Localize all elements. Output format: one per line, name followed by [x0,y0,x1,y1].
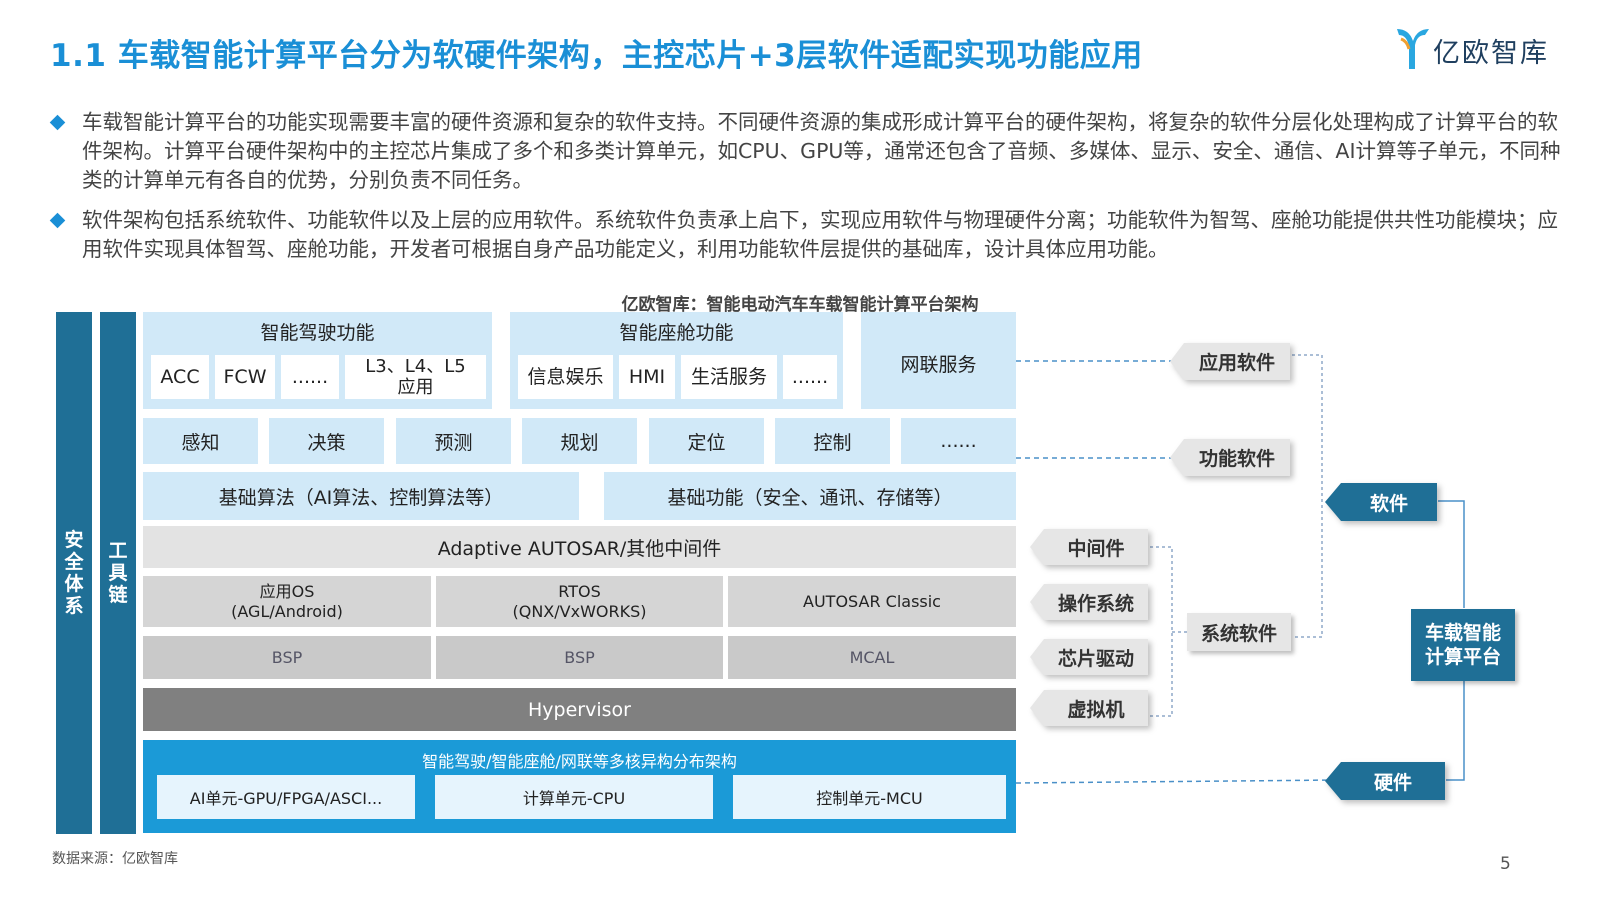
hardware-unit-ai: AI单元-GPU/FPGA/ASCI... [157,775,415,819]
driver-cell: BSP [143,636,431,679]
data-source: 数据来源：亿欧智库 [52,851,178,867]
bullet-1: 车载智能计算平台的功能实现需要丰富的硬件资源和复杂的软件支持。不同硬件资源的集成… [49,108,1562,198]
tag-arrow-shape [1325,483,1437,521]
driving-item: L3、L4、L5 应用 [345,355,486,399]
page-title: 1.1 车载智能计算平台分为软硬件架构，主控芯片+3层软件适配实现功能应用 [50,38,1143,74]
hardware-tag: 硬件 [1325,762,1445,800]
toolchain-label: 工具链 [108,540,128,606]
app-software-tag: 应用软件 [1170,343,1290,380]
module-control: 控制 [775,418,890,464]
safety-system-label: 安全体系 [64,529,84,617]
module-localization: 定位 [649,418,764,464]
middleware-tag: 中间件 [1030,529,1148,565]
cockpit-item: 生活服务 [681,355,777,399]
bullet-text: 软件架构包括系统软件、功能软件以及上层的应用软件。系统软件负责承上启下，实现应用… [82,208,1558,261]
diagram-subtitle: 亿欧智库：智能电动汽车车载智能计算平台架构 [621,295,979,315]
tag-arrow-shape [1170,343,1290,380]
cockpit-functions-title: 智能座舱功能 [619,322,734,344]
logo-text: 亿欧智库 [1433,38,1549,69]
func-software-tag: 功能软件 [1170,439,1290,476]
module-decision: 决策 [269,418,384,464]
driving-item: FCW [215,355,275,399]
tag-arrow-shape [1030,529,1148,565]
vm-tag: 虚拟机 [1030,690,1148,726]
driving-functions-title: 智能驾驶功能 [260,322,375,344]
middleware-bar: Adaptive AUTOSAR/其他中间件 [143,526,1016,568]
hypervisor-bar: Hypervisor [143,688,1016,731]
tag-arrow-shape [1030,639,1148,675]
cockpit-item: ...... [783,355,837,399]
driving-item: ACC [151,355,209,399]
basic-functions-box: 基础功能（安全、通讯、存储等） [604,472,1016,520]
software-label: 软件 [1369,492,1408,515]
chip-driver-label: 芯片驱动 [1057,647,1134,670]
system-software-tag: 系统软件 [1187,613,1291,651]
module-prediction: 预测 [396,418,511,464]
app-software-label: 应用软件 [1198,352,1275,374]
bullet-text: 车载智能计算平台的功能实现需要丰富的硬件资源和复杂的软件支持。不同硬件资源的集成… [82,110,1561,192]
hardware-label: 硬件 [1373,771,1412,794]
software-tag: 软件 [1325,483,1437,521]
cockpit-item: HMI [619,355,675,399]
func-software-label: 功能软件 [1198,448,1275,470]
network-services-box: 网联服务 [861,312,1016,409]
os-cell: AUTOSAR Classic [728,576,1016,627]
bullet-2: 软件架构包括系统软件、功能软件以及上层的应用软件。系统软件负责承上启下，实现应用… [49,206,1562,266]
driver-cell: MCAL [728,636,1016,679]
hardware-title: 智能驾驶/智能座舱/网联等多核异构分布架构 [422,752,737,771]
driving-item: ...... [281,355,339,399]
os-label: 操作系统 [1057,592,1134,615]
hardware-unit-cpu: 计算单元-CPU [435,775,713,819]
tag-arrow-shape [1170,439,1290,476]
toolchain-bar: 工具链 [100,312,136,834]
hardware-unit-mcu: 控制单元-MCU [733,775,1006,819]
tag-arrow-shape [1030,690,1148,726]
vm-label: 虚拟机 [1067,698,1125,721]
safety-system-bar: 安全体系 [56,312,92,834]
tag-arrow-shape [1030,584,1148,620]
cockpit-item: 信息娱乐 [518,355,613,399]
yiou-logo: 亿欧智库 [1395,25,1575,75]
logo-icon [1397,29,1429,69]
module-more: ...... [901,418,1016,464]
tag-arrow-shape [1325,762,1445,800]
module-perception: 感知 [143,418,258,464]
os-tag: 操作系统 [1030,584,1148,620]
module-planning: 规划 [522,418,637,464]
platform-box: 车载智能 计算平台 [1411,609,1515,681]
driver-cell: BSP [436,636,723,679]
basic-algorithms-box: 基础算法（AI算法、控制算法等） [143,472,579,520]
middleware-label: 中间件 [1067,537,1125,560]
page-number: 5 [1500,854,1511,874]
os-cell: 应用OS (AGL/Android) [143,576,431,627]
os-cell: RTOS (QNX/VxWORKS) [436,576,723,627]
chip-driver-tag: 芯片驱动 [1030,639,1148,675]
